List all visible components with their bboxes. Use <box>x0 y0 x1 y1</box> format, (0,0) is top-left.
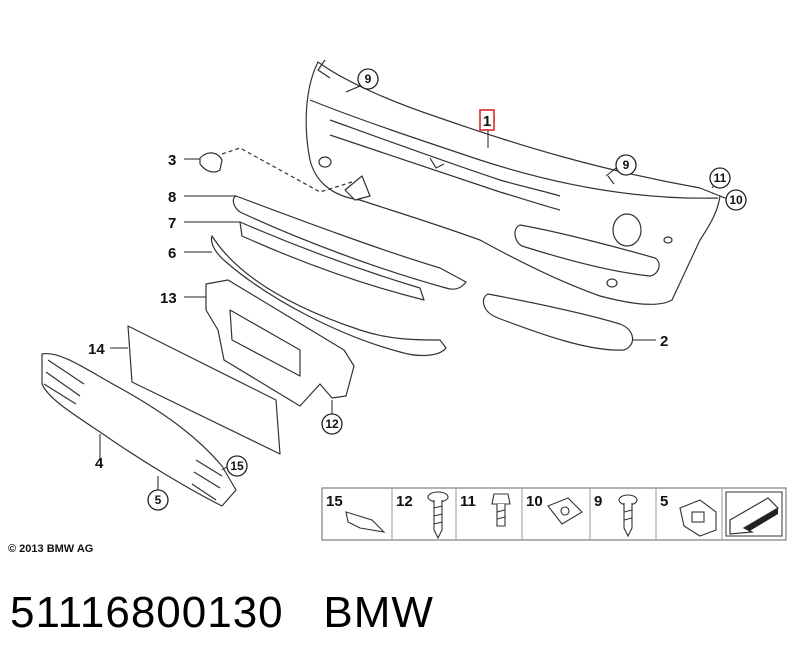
bolt-icon <box>491 493 511 527</box>
callout-box-1 <box>479 109 495 131</box>
screw-icon <box>427 491 449 540</box>
callout-10: 10 <box>729 193 743 207</box>
callout-1: 1 <box>483 113 491 130</box>
callout-14: 14 <box>88 341 105 358</box>
part-number-line: 51116800130 BMW <box>10 588 434 638</box>
legend-label-12: 12 <box>396 493 413 510</box>
callout-8: 8 <box>168 189 176 206</box>
callout-15: 15 <box>230 459 244 473</box>
brand-name: BMW <box>323 588 434 637</box>
part-8-strip <box>232 195 467 290</box>
legend-label-9: 9 <box>594 493 602 510</box>
part-4-grille <box>41 352 237 507</box>
legend-label-15: 15 <box>326 493 343 510</box>
part-6-trim <box>210 235 447 357</box>
part-13-bracket <box>205 279 355 407</box>
clip-icon <box>345 511 386 533</box>
legend-label-11: 11 <box>460 493 476 510</box>
callout-9-top: 9 <box>365 72 372 86</box>
callout-4: 4 <box>95 455 104 472</box>
callout-5: 5 <box>155 493 162 507</box>
callout-9-right: 9 <box>623 158 630 172</box>
part-3-cap <box>199 152 223 173</box>
bracket-clip-icon <box>679 499 717 537</box>
dash-line-3 <box>221 147 353 193</box>
part-2-strip <box>482 293 634 351</box>
legend-label-10: 10 <box>526 493 543 510</box>
nut-clip-icon <box>547 497 583 525</box>
copyright-text: © 2013 BMW AG <box>8 543 94 555</box>
callout-13: 13 <box>160 290 177 307</box>
arrow-icon <box>725 491 783 537</box>
parts-diagram: 1 3 8 7 6 13 14 2 4 9 9 11 10 12 15 5 15… <box>41 59 787 541</box>
bumper-part-1 <box>305 59 721 305</box>
callout-6: 6 <box>168 245 176 262</box>
legend-label-5: 5 <box>660 493 668 510</box>
callout-11: 11 <box>714 171 727 185</box>
callout-7: 7 <box>168 215 176 232</box>
part-14-plate <box>127 325 281 455</box>
screw-9-icon <box>618 494 638 538</box>
callout-12: 12 <box>325 417 339 431</box>
fastener-legend: 15 12 11 10 9 5 <box>321 487 787 541</box>
callout-3: 3 <box>168 152 176 169</box>
part-7-strip <box>239 221 425 301</box>
callout-2: 2 <box>660 333 668 350</box>
part-number: 51116800130 <box>10 588 284 637</box>
